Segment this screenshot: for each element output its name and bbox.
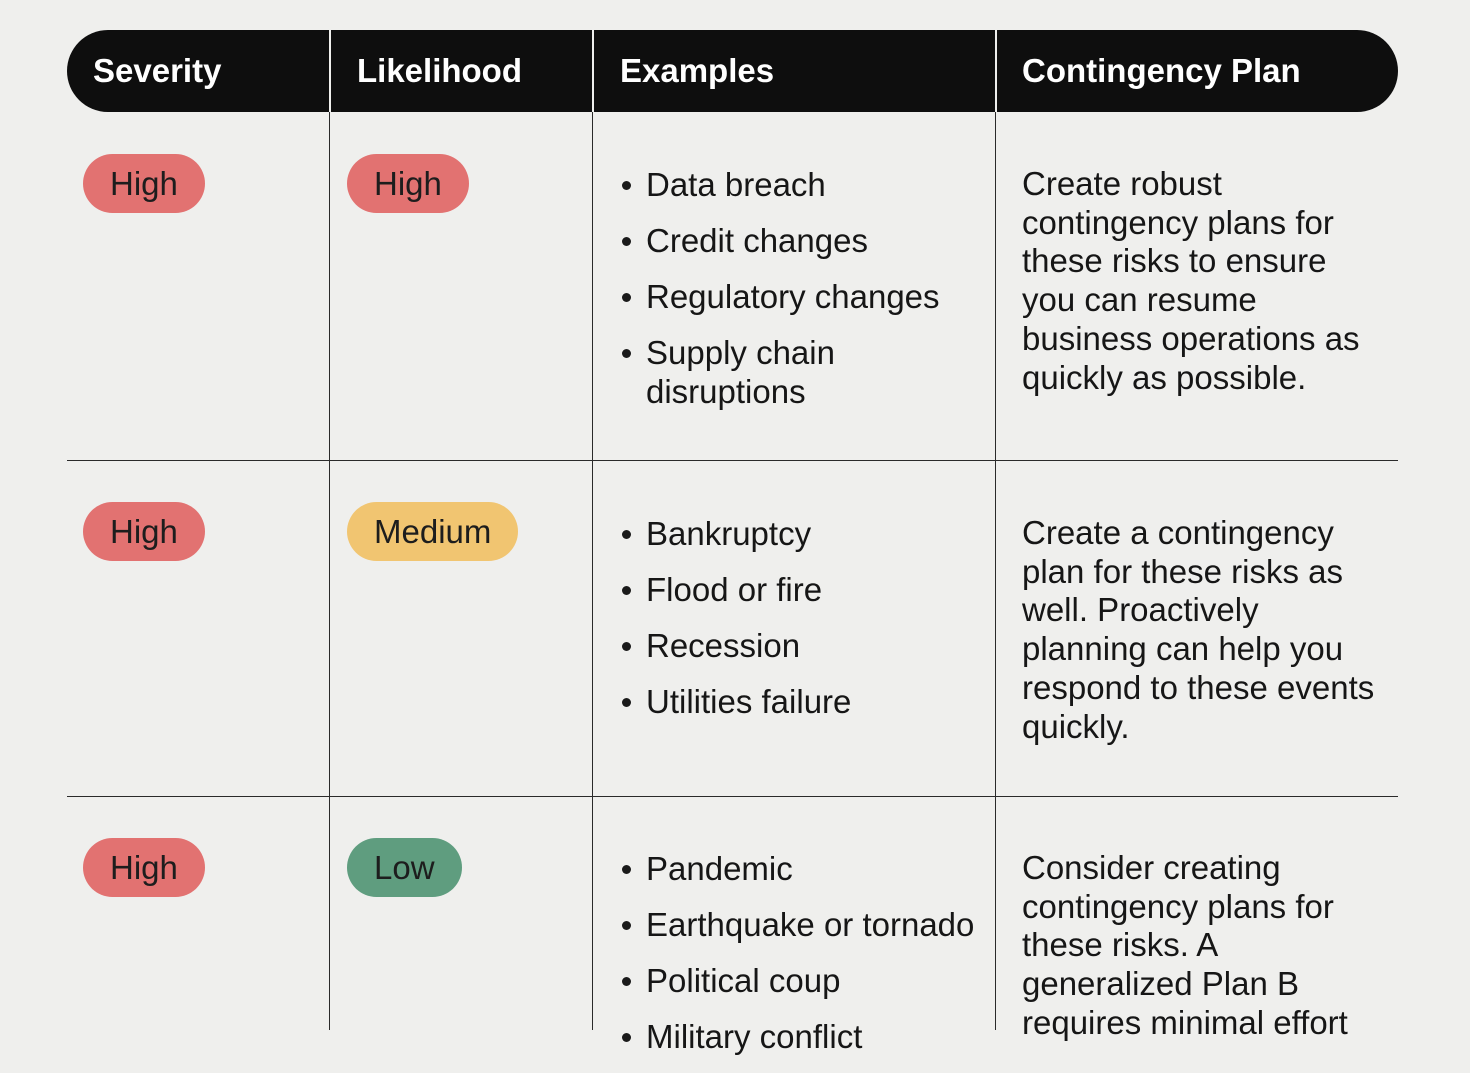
list-item: Recession (620, 626, 1015, 665)
risk-table: Severity Likelihood Examples Contingency… (67, 30, 1398, 1055)
column-divider (329, 112, 330, 1030)
contingency-plan-text: Create a contingency plan for these risk… (1022, 514, 1375, 745)
header-likelihood: Likelihood (357, 52, 522, 89)
severity-badge: High (83, 502, 205, 561)
header-divider (329, 30, 331, 112)
examples-list: Bankruptcy Flood or fire Recession Utili… (620, 514, 1015, 738)
list-item: Credit changes (620, 221, 1015, 260)
header-examples: Examples (620, 52, 775, 89)
likelihood-badge: High (347, 154, 469, 213)
header-divider (995, 30, 997, 112)
likelihood-badge: Medium (347, 502, 519, 561)
column-divider (592, 112, 593, 1030)
row-divider (67, 796, 1398, 797)
severity-badge: High (83, 154, 205, 213)
contingency-plan-text: Consider creating contingency plans for … (1022, 849, 1348, 1041)
likelihood-badge: Low (347, 838, 462, 897)
table-header: Severity Likelihood Examples Contingency… (67, 30, 1398, 112)
list-item: Regulatory changes (620, 277, 1015, 316)
severity-badge: High (83, 838, 205, 897)
examples-list: Pandemic Earthquake or tornado Political… (620, 849, 1015, 1073)
list-item: Data breach (620, 165, 1015, 204)
list-item: Supply chain disruptions (620, 333, 876, 411)
list-item: Military conflict (620, 1017, 1015, 1056)
contingency-plan-text: Create robust contingency plans for thes… (1022, 165, 1360, 396)
column-divider (995, 112, 996, 1030)
row-divider (67, 460, 1398, 461)
list-item: Flood or fire (620, 570, 1015, 609)
header-contingency-plan: Contingency Plan (1022, 52, 1301, 89)
list-item: Pandemic (620, 849, 1015, 888)
list-item: Earthquake or tornado (620, 905, 1015, 944)
header-divider (592, 30, 594, 112)
list-item: Utilities failure (620, 682, 1015, 721)
list-item: Bankruptcy (620, 514, 1015, 553)
examples-list: Data breach Credit changes Regulatory ch… (620, 165, 1015, 428)
header-severity: Severity (93, 52, 222, 89)
list-item: Political coup (620, 961, 1015, 1000)
